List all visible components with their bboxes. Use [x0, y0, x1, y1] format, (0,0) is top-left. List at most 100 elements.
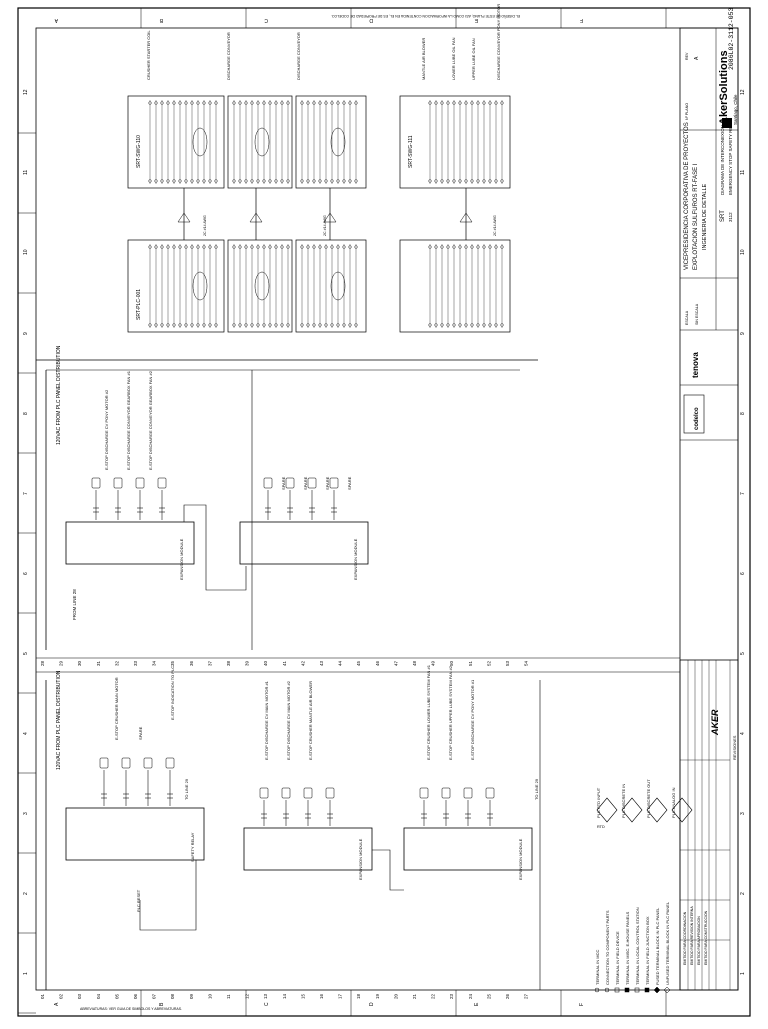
upper-desc-1: E-STOP DISCHARGE CONVEYOR GEARBOX FAN #1: [126, 370, 131, 470]
grid-column-label: 6: [23, 572, 29, 575]
legend-item-3: TERMINAL IN MISC. E-HOUSE PANELS: [625, 911, 630, 985]
lower-desc-0: E-STOP CRUSHER MAIN MOTOR: [114, 677, 119, 740]
line-number: 48: [412, 660, 417, 666]
legend: TERMINAL IN MCC CONNECTION TO COMPONENT …: [594, 779, 693, 994]
line-number: 27: [524, 993, 529, 999]
from-line-label: FROM LINE 28: [72, 589, 77, 620]
line-number: 06: [133, 993, 138, 999]
client-line3: INGENIERIA DE DETALLE: [702, 183, 708, 250]
plc-symbol-2: PLC DISCRETE OUT: [646, 779, 651, 818]
line-number: 22: [431, 993, 436, 999]
grid-column-label: 2: [740, 892, 746, 895]
line-number: 30: [77, 660, 82, 666]
line-number: 34: [152, 660, 157, 666]
module-label-1: EXPANSION MODULE: [179, 538, 184, 580]
drawing-title-2: EMERGENCY STOP SAFETY RELAY: [728, 118, 733, 195]
grid-column-label: 6: [740, 572, 746, 575]
legend-item-5: TERMINAL IN FIELD JUNCTION BOX: [645, 916, 650, 985]
expansion-module-1: [65, 521, 195, 565]
dest-6: DISCHARGE CONVEYOR PONY MOTOR: [496, 4, 501, 80]
drawing-number: 2086L02-3112-053: [728, 7, 735, 70]
company-city: Santiago, Chile: [733, 94, 738, 125]
line-number: 33: [133, 660, 138, 666]
expansion-module-2: [239, 521, 369, 565]
line-number: 13: [263, 993, 268, 999]
grid-column-label: 4: [23, 732, 29, 735]
srt-plc-label: SRT-PLC-001: [136, 289, 142, 320]
grid-column-label: 10: [23, 249, 29, 255]
plc-reset-label: PLC RESET: [136, 889, 141, 912]
grid-column-label: 12: [740, 89, 746, 95]
srt-swg-110-block-a: [127, 95, 225, 189]
line-number: 08: [170, 993, 175, 999]
srt-swg-111-block: [399, 95, 511, 189]
grid-row-label: F: [579, 1003, 585, 1006]
lower-ladder: 120VAC FROM PLC PANEL DISTRIBUTION SAFET…: [45, 664, 541, 990]
rev-row-1: EMITIDO PARA REVISION INTERNA: [690, 906, 694, 965]
module-label-4: EXPANSION MODULE: [518, 838, 523, 880]
line-number: 32: [114, 660, 119, 666]
line-number: 16: [319, 993, 324, 999]
aker-logo-icon: [722, 118, 732, 128]
drawing-title-1: DIAGRAMA DE INTERCONEXION: [720, 125, 725, 195]
legend-item-7: UNFUSED TERMINAL BLOCK IN PLC PANEL: [665, 901, 670, 985]
line-number: 42: [300, 660, 305, 666]
line-number: 18: [356, 993, 361, 999]
notes-bottom: ABREVIATURAS: VER GUIA DE SIMBOLOS Y ABR…: [80, 1007, 182, 1011]
rtd-label: RTD: [597, 825, 605, 829]
srt-swg-110-label: SRT-SWG-110: [136, 135, 142, 168]
srt-swg-111-label: SRT-SWG-111: [408, 135, 414, 168]
line-number: 29: [59, 660, 64, 666]
line-number: 47: [393, 660, 398, 666]
notes-top: EL DISEÑO DE ESTE PLANO, ASI COMO LA INF…: [331, 14, 520, 19]
grid-column-label: 8: [740, 412, 746, 415]
grid-row-label: E: [474, 17, 478, 23]
legend-item-2: TERMINAL IN FIELD DEVICE: [615, 931, 620, 985]
srt-plc-block-d: [399, 239, 511, 333]
logo-tenova: tenova: [691, 352, 700, 378]
rev-row-0: EMITIDO PARA COORDINACION: [683, 911, 687, 965]
line-number: 02: [59, 993, 64, 999]
plc-symbol-3: PLC ANALOG IN: [671, 787, 676, 818]
line-number: 37: [207, 660, 212, 666]
bus-title-upper: 120VAC FROM PLC PANEL DISTRIBUTION: [56, 345, 62, 445]
grid-row-label: E: [474, 1002, 480, 1006]
line-number: 46: [375, 660, 380, 666]
srt-plc-block-a: [127, 239, 225, 333]
client-line1: VICEPRESIDENCIA CORPORATIVA DE PROYECTOS: [684, 122, 690, 270]
upper-desc-4: SPARE: [303, 476, 308, 490]
line-number: 25: [486, 993, 491, 999]
line-number: 20: [393, 993, 398, 999]
upper-desc-3: SPARE: [281, 476, 286, 490]
area-code: 3112: [728, 212, 733, 222]
grid-column-label: 4: [740, 732, 746, 735]
dest-4: LOWER LUBE OIL FAN: [451, 37, 456, 80]
dest-0: CRUSHER STARTER COIL: [146, 30, 151, 80]
module-label-2: EXPANSION MODULE: [353, 538, 358, 580]
cable-note-1: 2C #14 AWG: [203, 215, 207, 236]
grid-column-label: 9: [740, 332, 746, 335]
upper-ladder: 120VAC FROM PLC PANEL DISTRIBUTION FROM …: [45, 345, 520, 650]
bus-title-lower: 120VAC FROM PLC PANEL DISTRIBUTION: [56, 670, 62, 770]
legend-item-0: TERMINAL IN MCC: [595, 949, 600, 985]
aker-logo-small: AKER: [710, 709, 720, 736]
scale-value: SIN ESCALA: [695, 303, 699, 325]
line-number: 12: [245, 993, 250, 999]
dest-2: DISCHARGE CONVEYOR: [296, 32, 301, 80]
line-number: 11: [226, 994, 231, 999]
line-number: 53: [505, 660, 510, 666]
grid-column-label: 12: [23, 89, 29, 95]
dest-5: UPPER LUBE OIL FAN: [471, 38, 476, 80]
grid-column-label: 8: [23, 412, 29, 415]
cable-note-2: 2C #14 AWG: [323, 215, 327, 236]
upper-desc-2: E-STOP DISCHARGE CONVEYOR GEARBOX FAN #2: [148, 370, 153, 470]
safety-relay-box: [65, 807, 205, 861]
grid-column-label: 3: [23, 812, 29, 815]
grid-column-label: 5: [740, 652, 746, 655]
line-number: 28: [40, 660, 45, 666]
grid-column-label: 5: [23, 652, 29, 655]
